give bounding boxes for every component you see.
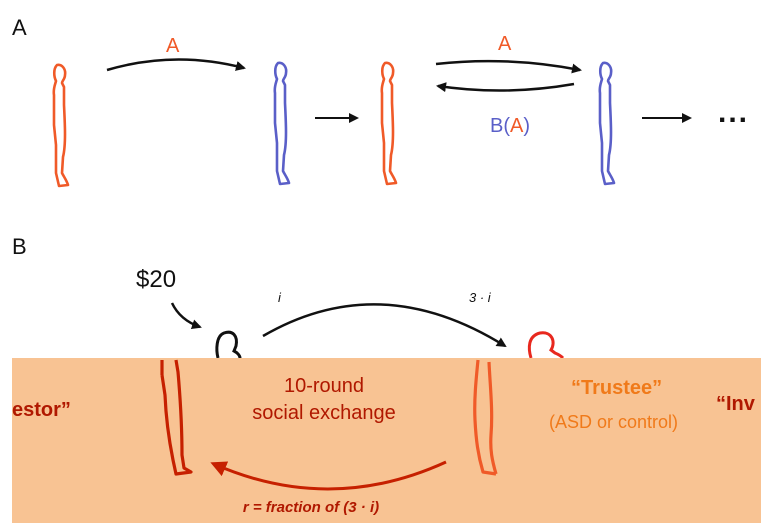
person-figure-blue-2 [598, 61, 616, 186]
person-figure-orange-1 [52, 63, 70, 188]
panel-a-letter: A [12, 15, 27, 40]
trustee-body [473, 359, 498, 476]
exchange-label: social exchange [252, 402, 395, 424]
trustee-role: “Trustee” [571, 377, 662, 399]
panel-b-letter: B [12, 234, 27, 259]
return-label: r = fraction of (3 · i) [243, 499, 379, 516]
tripled-label: 3 · i [469, 290, 492, 305]
person-figure-orange-2 [380, 61, 398, 186]
person-figure-blue-1 [273, 61, 291, 186]
trustee-subtitle: (ASD or control) [549, 412, 678, 432]
investment-label: i [278, 290, 282, 305]
investor-head [215, 330, 242, 359]
exchange-band [12, 358, 761, 523]
arrow-a-send-2 [435, 59, 582, 74]
reply-label: B(A) [490, 115, 530, 137]
investor-body [160, 359, 193, 476]
investor-role-left: estor” [12, 399, 71, 421]
endowment-label: $20 [136, 266, 176, 293]
arrow-label-a-1: A [166, 35, 180, 57]
investor-role-right: “Inv [716, 393, 756, 415]
return-arrow [210, 460, 447, 491]
rounds-label: 10-round [284, 375, 364, 397]
investment-arrow [262, 303, 507, 348]
endowment-arrow [170, 302, 202, 330]
trustee-head [527, 331, 565, 360]
arrow-label-a-2: A [498, 33, 512, 55]
arrow-a-send-1 [106, 58, 246, 72]
arrow-b-reply [436, 82, 575, 93]
continuation-ellipsis: ... [718, 96, 749, 129]
